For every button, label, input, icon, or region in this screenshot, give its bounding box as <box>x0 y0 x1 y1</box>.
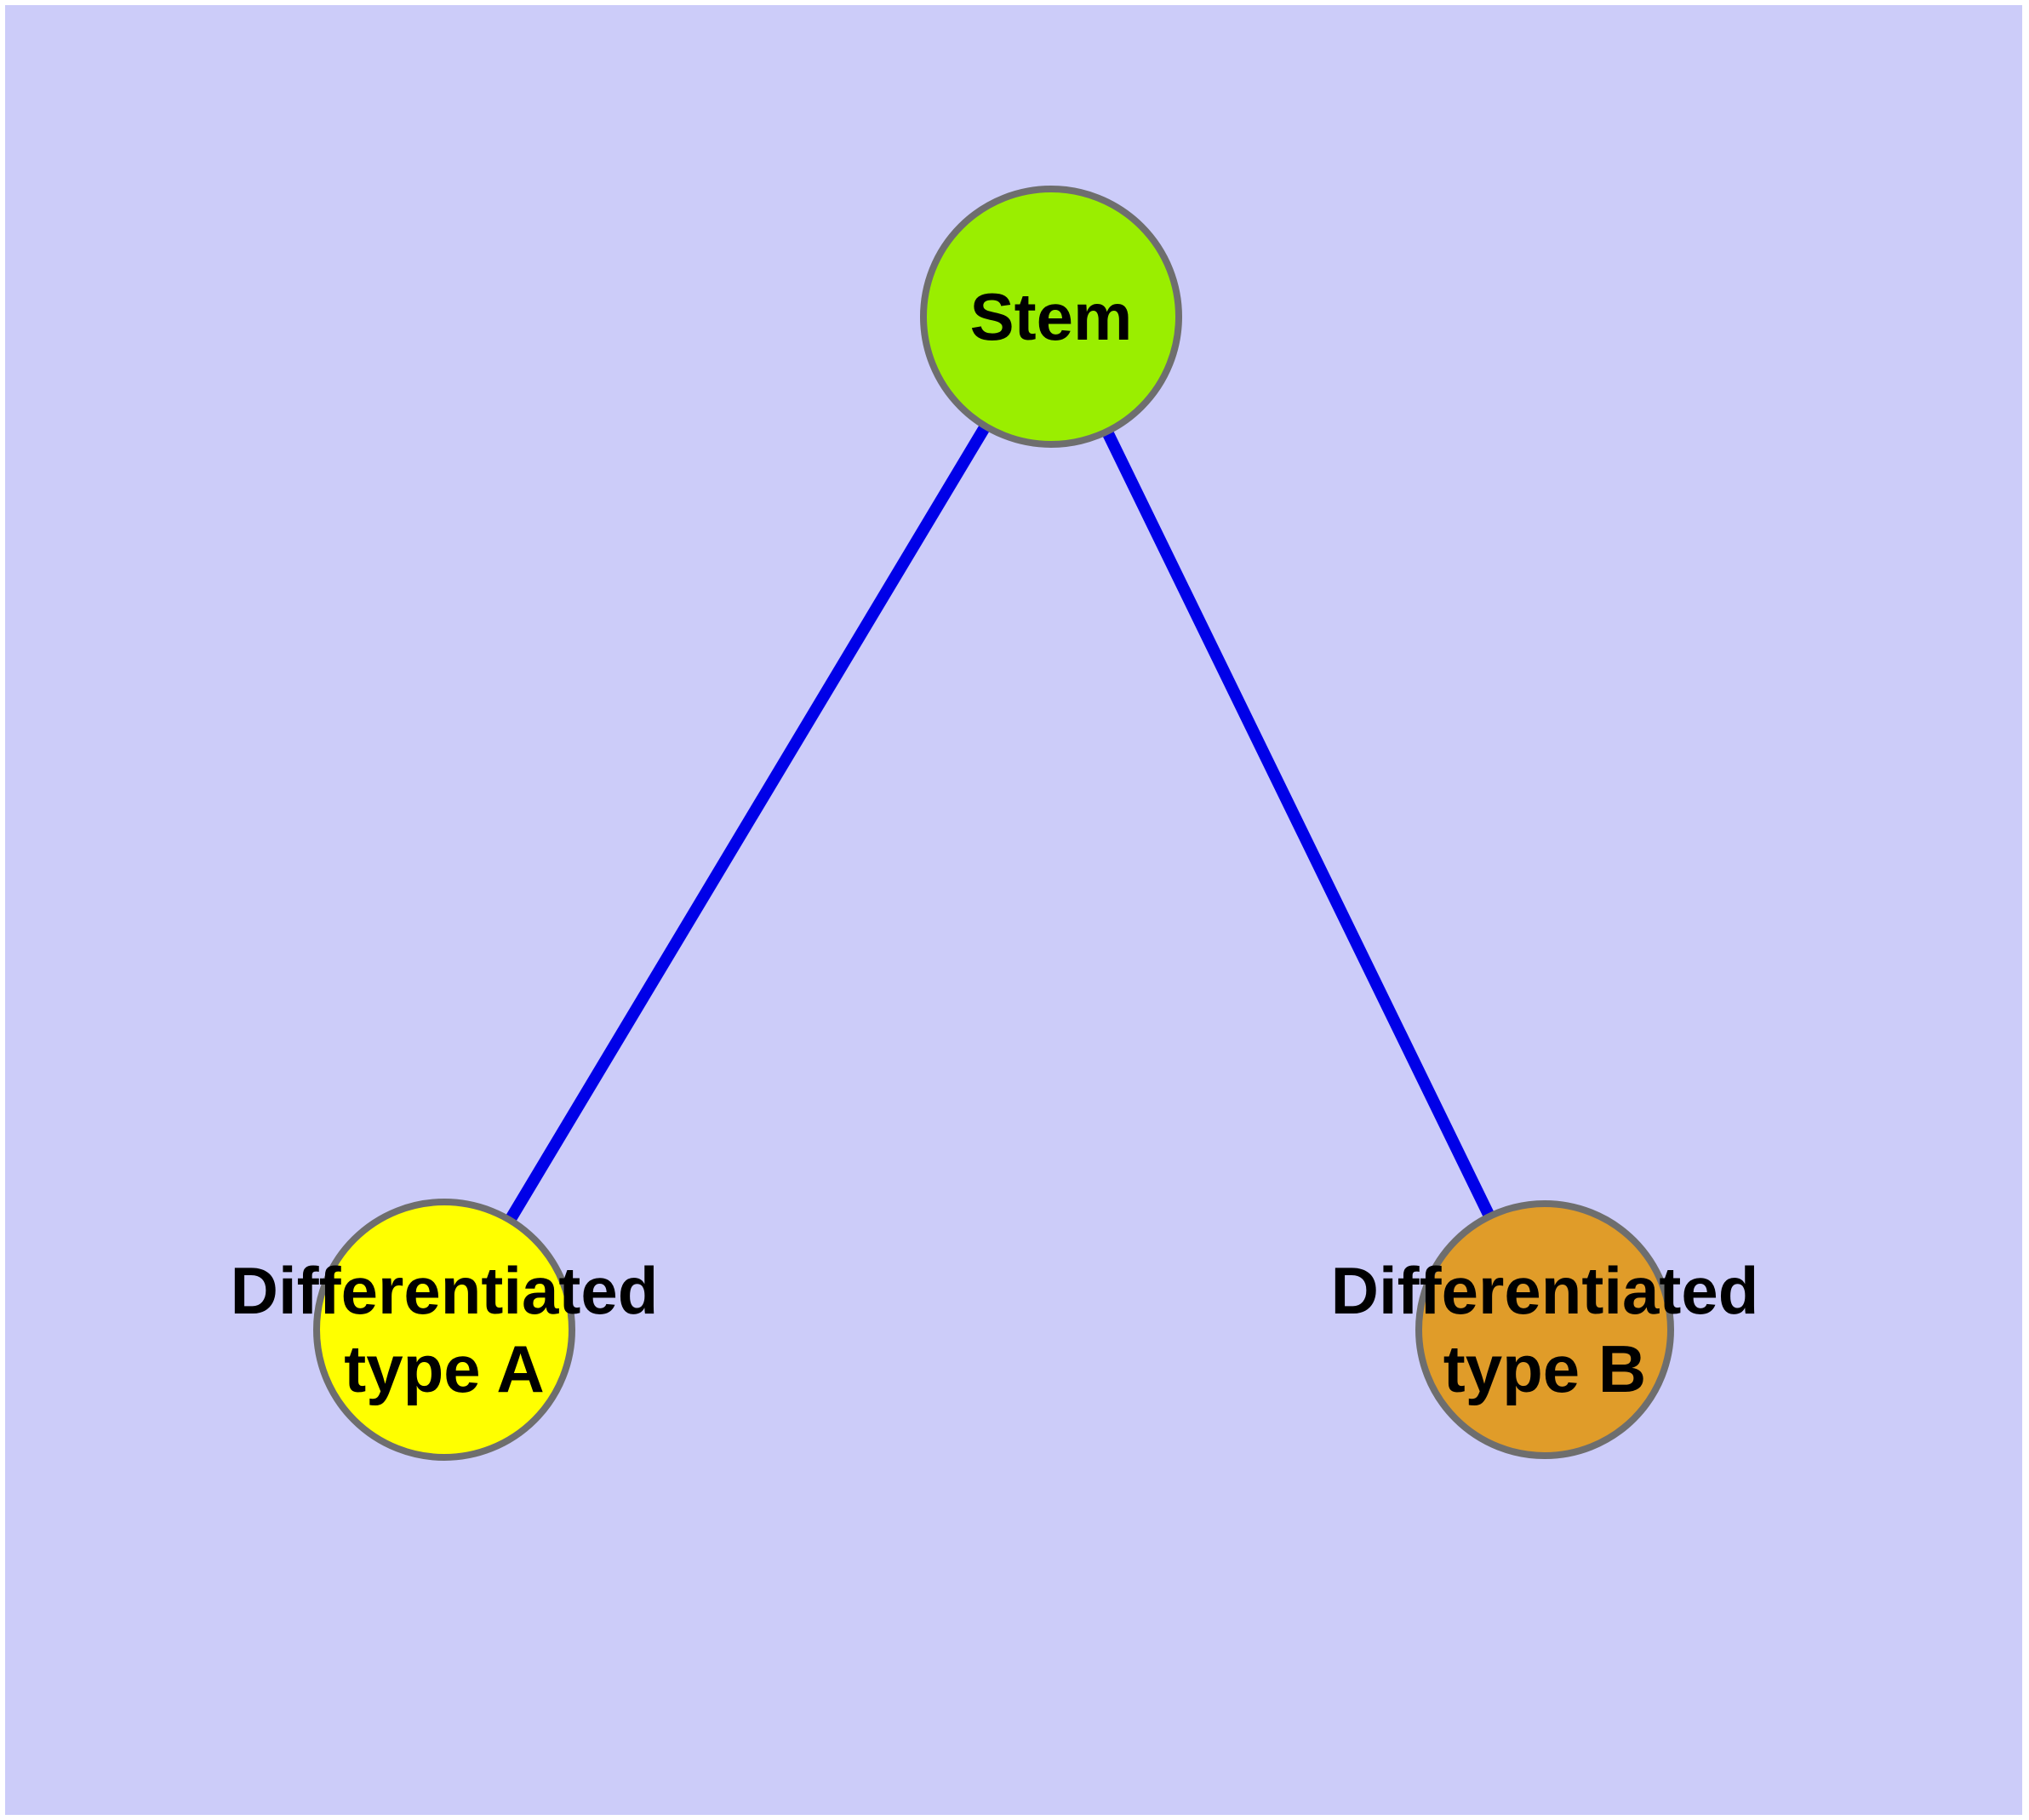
node-diff_a[interactable] <box>313 1199 575 1461</box>
edge-layer <box>438 313 1551 1333</box>
node-diff_b[interactable] <box>1415 1200 1674 1459</box>
edge-stem-diff-a[interactable] <box>438 313 1057 1333</box>
edge-stem-diff-b[interactable] <box>1045 313 1551 1333</box>
node-stem[interactable] <box>920 186 1182 448</box>
node-layer <box>313 186 1674 1461</box>
